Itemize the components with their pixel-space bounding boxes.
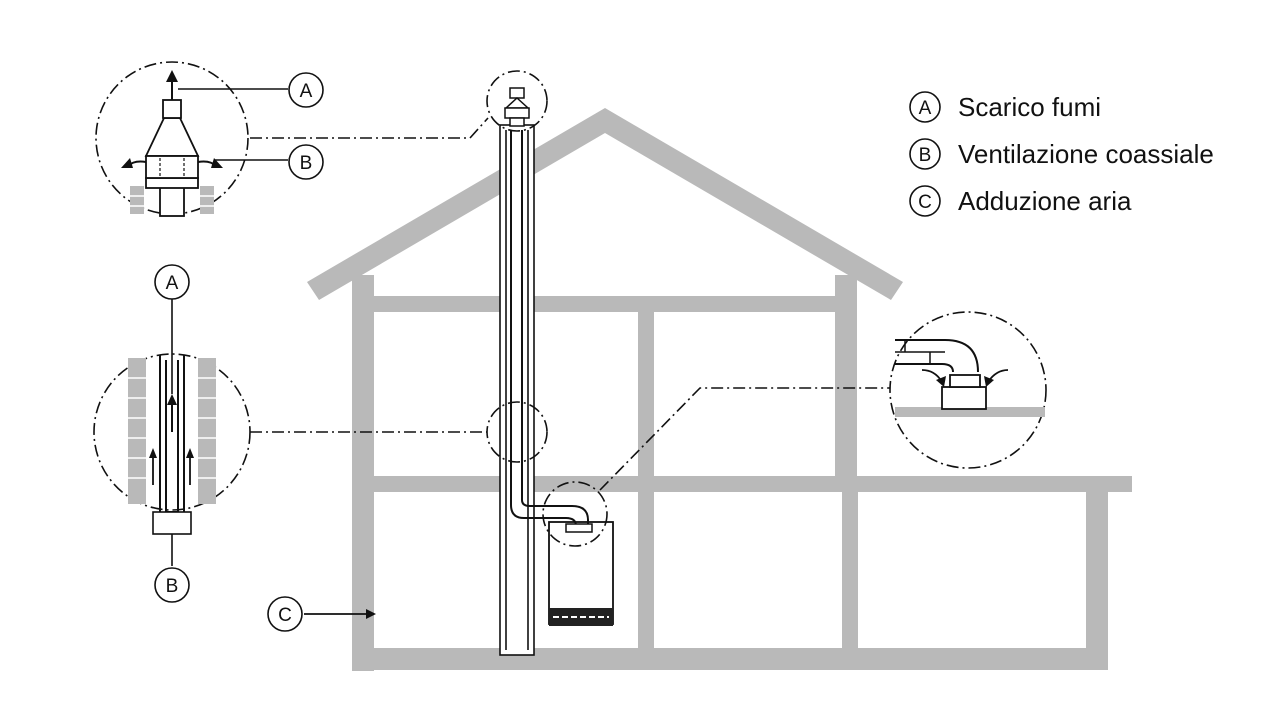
marker-top-b: B xyxy=(288,144,324,180)
leader-boiler xyxy=(599,387,890,491)
chimney-shaft xyxy=(499,124,535,656)
legend: A Scarico fumi B Ventilazione coassiale … xyxy=(909,91,1214,217)
marker-side-b: B xyxy=(154,567,190,603)
roof-terminal-marker xyxy=(486,70,548,132)
boiler xyxy=(548,505,614,626)
flue-pipe xyxy=(510,130,548,519)
svg-text:B: B xyxy=(300,153,313,174)
legend-item-b: B Ventilazione coassiale xyxy=(909,138,1214,170)
interior-wall-upper xyxy=(638,312,654,482)
air-inlet-arrow xyxy=(304,609,376,619)
middle-floor xyxy=(352,476,1132,492)
boiler-connection-marker xyxy=(542,481,608,547)
svg-text:A: A xyxy=(919,98,932,119)
leader-roof xyxy=(250,117,489,139)
svg-text:A: A xyxy=(300,81,313,102)
roof xyxy=(307,108,903,300)
right-wall-lower xyxy=(1086,490,1108,670)
svg-text:C: C xyxy=(918,192,932,213)
svg-text:B: B xyxy=(919,145,932,166)
svg-text:Ventilazione coassiale: Ventilazione coassiale xyxy=(958,139,1214,169)
marker-top-a: A xyxy=(288,72,324,108)
legend-item-a: A Scarico fumi xyxy=(909,91,1101,123)
svg-text:Scarico fumi: Scarico fumi xyxy=(958,92,1101,122)
house xyxy=(307,108,1132,671)
interior-wall-lower-1 xyxy=(638,492,654,652)
ground-floor xyxy=(352,648,1108,670)
interior-wall-lower-2 xyxy=(842,492,858,652)
svg-text:Adduzione aria: Adduzione aria xyxy=(958,186,1132,216)
right-wall-upper xyxy=(835,275,857,485)
upper-floor xyxy=(352,296,857,312)
svg-text:A: A xyxy=(166,273,179,294)
chimney-flue xyxy=(499,87,548,656)
detail-flue-section xyxy=(93,298,251,566)
detail-boiler-connection xyxy=(889,311,1047,469)
left-wall xyxy=(352,275,374,671)
detail-roof-terminal xyxy=(95,61,288,217)
legend-item-c: C Adduzione aria xyxy=(909,185,1132,217)
marker-side-a: A xyxy=(154,264,190,300)
marker-room-c: C xyxy=(267,596,303,632)
svg-text:B: B xyxy=(166,576,179,597)
svg-text:C: C xyxy=(278,605,292,626)
chimney-terminal xyxy=(504,87,530,127)
